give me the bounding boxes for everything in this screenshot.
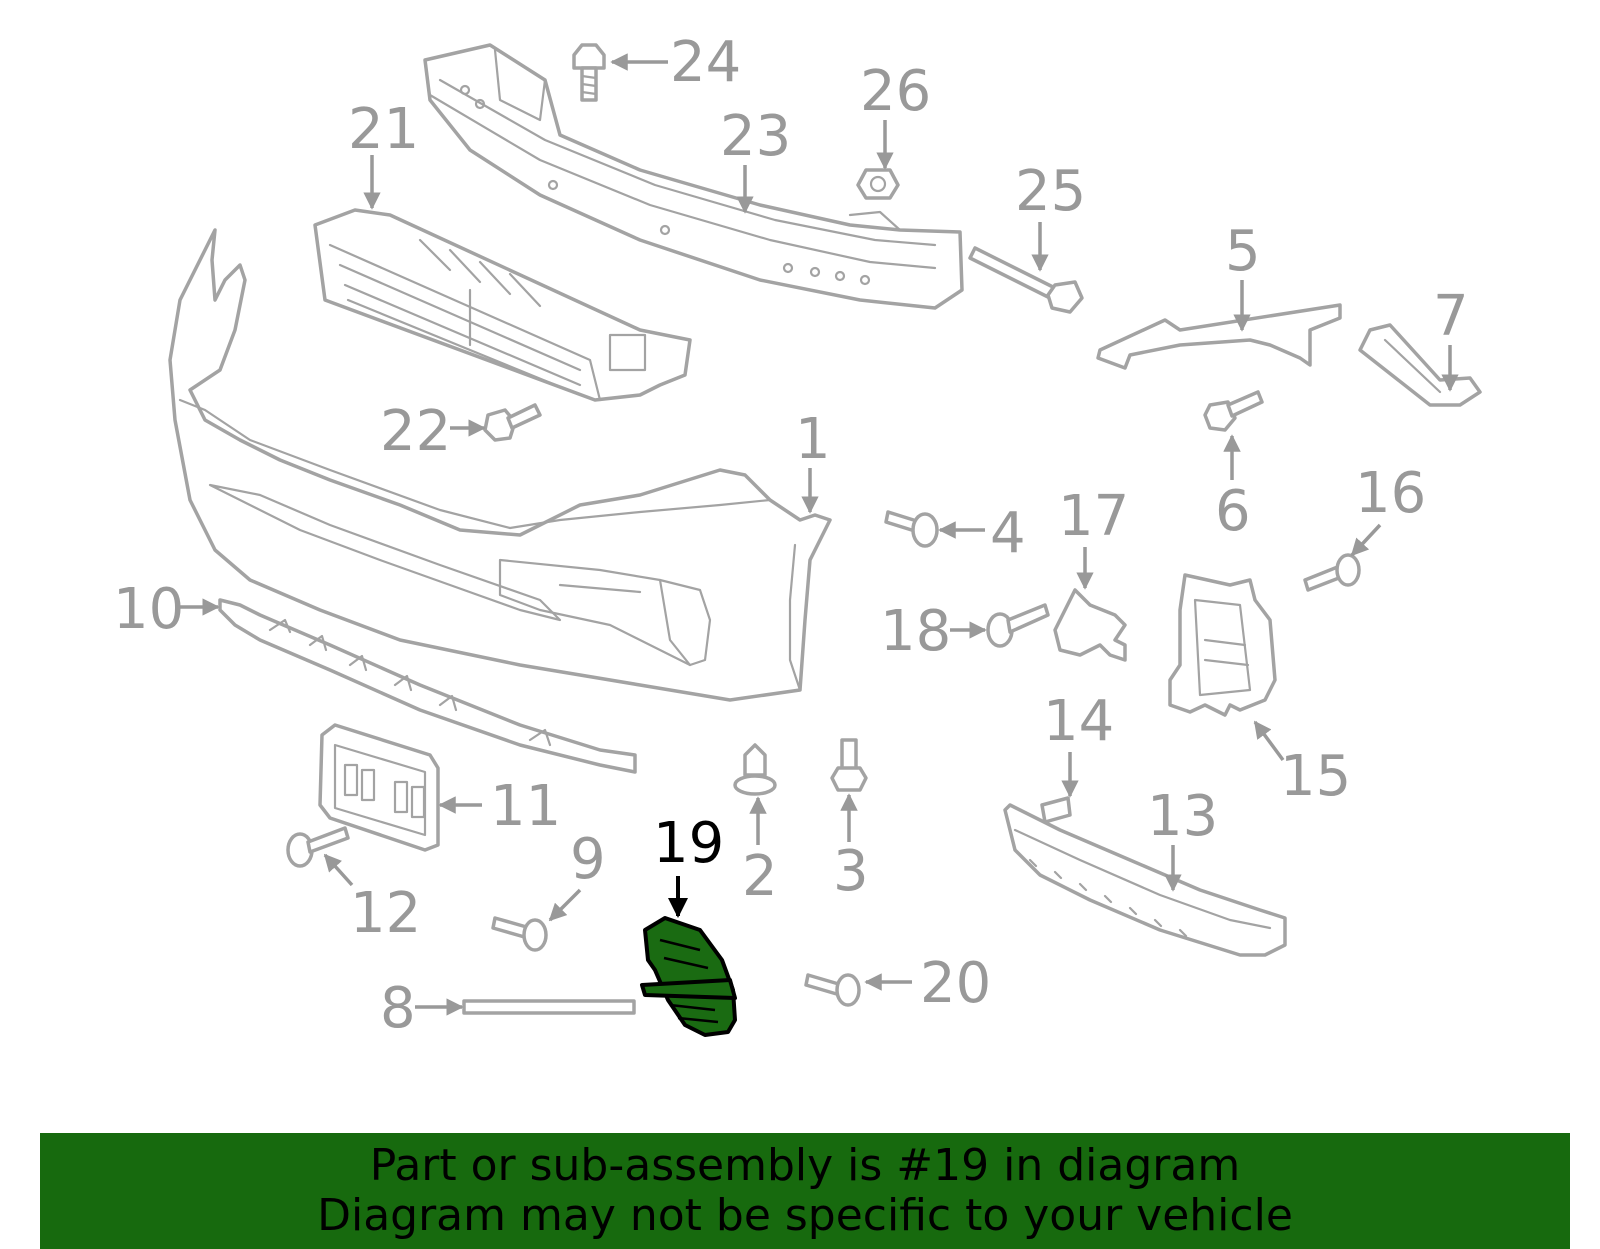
callout-15: 15 xyxy=(1280,744,1351,809)
callout-12: 12 xyxy=(350,881,421,946)
part-8-strip[interactable] xyxy=(462,999,636,1015)
callout-25: 25 xyxy=(1015,159,1086,224)
part-2-clip[interactable] xyxy=(733,743,777,796)
callout-10: 10 xyxy=(113,577,184,642)
callout-18: 18 xyxy=(880,599,951,664)
callout-8: 8 xyxy=(380,976,416,1041)
part-5-bracket[interactable] xyxy=(1096,303,1342,370)
info-banner: Part or sub-assembly is #19 in diagram D… xyxy=(40,1133,1570,1249)
callout-1: 1 xyxy=(795,407,831,472)
part-16-screw[interactable] xyxy=(1303,553,1361,592)
part-22-bolt[interactable] xyxy=(483,403,542,442)
callout-13: 13 xyxy=(1147,784,1218,849)
callout-17: 17 xyxy=(1058,484,1129,549)
leader-15 xyxy=(1253,720,1285,762)
part-9-screw[interactable] xyxy=(491,916,548,952)
callout-19: 19 xyxy=(653,811,724,876)
callout-24: 24 xyxy=(670,30,741,95)
callout-16: 16 xyxy=(1355,461,1426,526)
part-3-clip[interactable] xyxy=(830,738,868,792)
callout-11: 11 xyxy=(490,774,561,839)
part-7-bracket[interactable] xyxy=(1358,323,1482,407)
leader-12 xyxy=(323,853,354,887)
callout-4: 4 xyxy=(990,501,1026,566)
part-4-screw[interactable] xyxy=(884,510,939,548)
callout-5: 5 xyxy=(1225,219,1261,284)
callout-26: 26 xyxy=(860,59,931,124)
part-6-bolt[interactable] xyxy=(1203,390,1264,432)
part-18-screw[interactable] xyxy=(986,603,1050,648)
callout-14: 14 xyxy=(1043,689,1114,754)
callout-22: 22 xyxy=(380,399,451,464)
part-1-bumper-cover[interactable] xyxy=(168,228,832,702)
part-12-screw[interactable] xyxy=(286,826,350,868)
callout-2: 2 xyxy=(742,844,778,909)
part-14-clip[interactable] xyxy=(1040,796,1072,824)
leader-16 xyxy=(1350,523,1382,557)
part-13-lower-grille[interactable] xyxy=(1003,803,1287,957)
part-26-nut[interactable] xyxy=(856,168,900,200)
leader-9 xyxy=(548,888,582,922)
part-11-license-bracket[interactable] xyxy=(318,723,440,852)
banner-line-1: Part or sub-assembly is #19 in diagram xyxy=(369,1140,1241,1191)
part-25-bolt[interactable] xyxy=(968,246,1084,314)
part-23-bumper-reinforcement[interactable] xyxy=(423,43,964,310)
callout-3: 3 xyxy=(833,839,869,904)
part-21-shutter[interactable] xyxy=(313,208,692,402)
banner-line-2: Diagram may not be specific to your vehi… xyxy=(317,1190,1293,1241)
callout-9: 9 xyxy=(570,827,606,892)
part-15-bracket[interactable] xyxy=(1168,573,1277,717)
callout-7: 7 xyxy=(1433,284,1469,349)
callout-6: 6 xyxy=(1215,479,1251,544)
part-20-screw[interactable] xyxy=(804,973,861,1007)
callout-23: 23 xyxy=(720,104,791,169)
callout-21: 21 xyxy=(348,97,419,162)
part-19-highlighted[interactable] xyxy=(640,916,737,1037)
part-10-lower-molding[interactable] xyxy=(218,598,637,774)
callout-20: 20 xyxy=(920,951,991,1016)
part-24-bolt[interactable] xyxy=(572,43,606,102)
part-17-bracket[interactable] xyxy=(1053,588,1127,662)
